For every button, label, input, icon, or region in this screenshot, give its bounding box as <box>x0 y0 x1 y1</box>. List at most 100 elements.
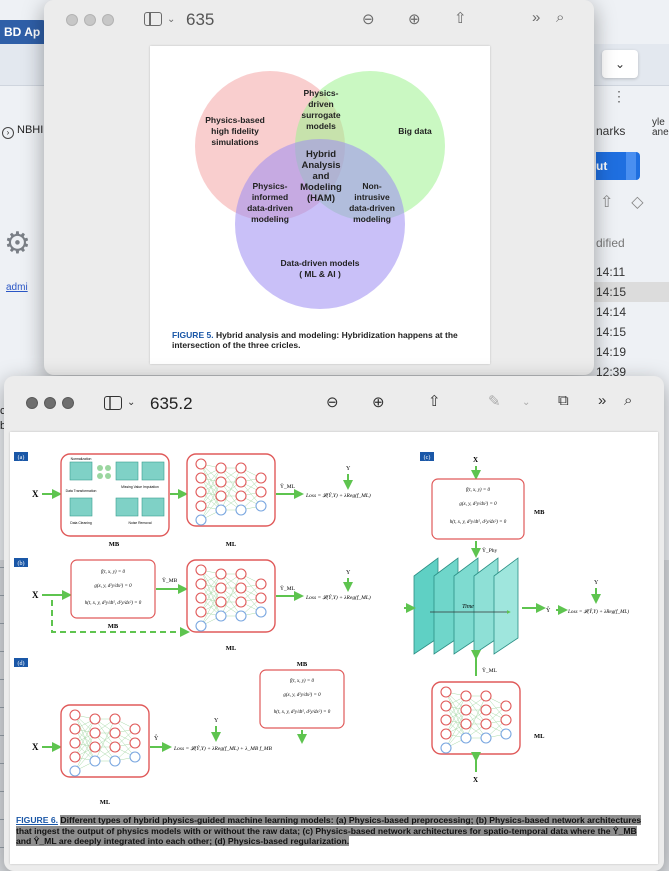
loss-a: Loss = 𝓛(Ŷ,Y) + λReg(f_ML) <box>305 491 371 499</box>
sidebar-toggle-icon[interactable] <box>104 396 122 410</box>
document-title: 635 <box>186 10 215 29</box>
zoom-window-button[interactable] <box>102 14 114 26</box>
zoom-window-button[interactable] <box>62 397 74 409</box>
loss-c: Loss = 𝓛(Ŷ,Y) + λReg(f_ML) <box>567 607 629 615</box>
traffic-lights <box>26 396 80 414</box>
panel-label-d: (d) <box>18 660 25 667</box>
label-mb-b: MB <box>108 623 119 630</box>
minimize-window-button[interactable] <box>44 397 56 409</box>
close-window-button[interactable] <box>66 14 78 26</box>
label-data-driven: Data-driven models( ML & AI ) <box>281 258 360 279</box>
label-big-data: Big data <box>398 126 432 136</box>
chevron-down-icon[interactable]: ⌄ <box>127 397 136 408</box>
share-tag-icons[interactable]: ⇧ ◇ <box>600 192 644 212</box>
y-hat-d: Ŷ <box>154 734 159 742</box>
figure6-diagram: (a) X Normalization Missing Value Imputa… <box>14 452 629 806</box>
label-mb-d: MB <box>297 661 308 668</box>
time-axis-label: Time <box>462 604 474 610</box>
physics-model-box-b <box>70 559 156 619</box>
eq1-b: f(t, x, y) = 0 <box>101 570 125 575</box>
modified-time-list: 14:11 14:15 14:14 14:15 14:19 12:39 <box>594 262 669 382</box>
loss-b: Loss = 𝓛(Ŷ,Y) + λReg(f_ML) <box>305 593 371 601</box>
time-cell[interactable]: 14:19 <box>596 345 627 359</box>
window-toolbar: ⌄ 635.2 ⊖ ⊕ ⇧ ✎ ⌄ ⧉ » ⌕ <box>4 376 664 428</box>
sign-out-button-edge <box>626 152 636 180</box>
ml-network-b <box>186 559 276 633</box>
nav-item[interactable]: ›NBHI <box>0 118 48 144</box>
input-x-c-bottom: X <box>473 776 478 784</box>
zoom-in-icon[interactable]: ⊕ <box>408 11 421 28</box>
label-ml-d: ML <box>100 799 111 806</box>
edge-text-b: b <box>0 420 6 432</box>
tile-missing-value: Missing Value Imputation <box>121 485 159 489</box>
admin-link[interactable]: admi <box>6 282 28 293</box>
share-icon[interactable]: ⇧ <box>428 393 441 410</box>
time-cell[interactable]: 12:39 <box>596 365 627 379</box>
input-x-c-top: X <box>473 456 478 464</box>
gear-icon[interactable]: ⚙ <box>4 227 31 260</box>
y-target-b: Y <box>346 570 351 576</box>
y-target-c: Y <box>594 580 599 586</box>
traffic-lights <box>66 13 120 31</box>
chevron-down-icon[interactable]: ⌄ <box>167 14 176 25</box>
time-cell[interactable]: 14:14 <box>596 305 627 319</box>
markup-chevron-icon[interactable]: ⌄ <box>522 397 531 408</box>
panel-label-c: (c) <box>424 454 431 461</box>
y-ml-a: Ŷ_ML <box>280 482 296 490</box>
modified-column-header[interactable]: dified <box>596 236 625 250</box>
background-table-rows <box>0 540 6 870</box>
tag-icon[interactable]: ◇ <box>631 194 644 211</box>
side-text-line2: ane <box>652 127 669 138</box>
physics-model-box-c <box>431 478 525 540</box>
figure5-caption: FIGURE 5. Hybrid analysis and modeling: … <box>172 330 472 350</box>
figure6-caption-text: Different types of hybrid physics-guided… <box>16 815 642 846</box>
panel-b: (b) X f(t, x, y) = 0 g(x, y, d²y/dx²) = … <box>14 558 371 652</box>
more-options-icon[interactable]: ⋮ <box>612 88 626 104</box>
panel-c: (c) X f(t, x, y) = 0 g(x, y, d²y/dx²) = … <box>404 452 629 784</box>
markup-pen-icon[interactable]: ✎ <box>488 393 501 410</box>
panel-d: (d) X ML Ŷ Y Loss = 𝓛(Ŷ,Y) + λReg(f_ML) … <box>14 658 345 806</box>
bookmarks-label[interactable]: narks <box>596 124 626 138</box>
more-tools-icon[interactable]: » <box>598 392 607 409</box>
browser-tab[interactable]: BD Ap <box>0 20 48 44</box>
rotate-icon[interactable]: ⧉ <box>558 392 569 409</box>
figure6-caption: FIGURE 6. Different types of hybrid phys… <box>16 815 654 847</box>
physics-model-box-d <box>259 669 345 729</box>
preview-window-figure6: ⌄ 635.2 ⊖ ⊕ ⇧ ✎ ⌄ ⧉ » ⌕ <box>4 376 664 871</box>
tile-data-cleaning: Data Cleaning <box>70 521 92 525</box>
window-toolbar: ⌄ 635 ⊖ ⊕ ⇧ » ⌕ <box>44 0 594 40</box>
minimize-window-button[interactable] <box>84 14 96 26</box>
y-target-d: Y <box>214 718 219 724</box>
panel-label-b: (b) <box>18 560 25 567</box>
sidebar-toggle-icon[interactable] <box>144 12 162 26</box>
tile-noise-removal: Noise Removal <box>129 521 152 525</box>
loss-d: Loss = 𝓛(Ŷ,Y) + λReg(f_ML) + λ_MB f_MB <box>173 744 272 752</box>
share-icon[interactable]: ⇧ <box>454 10 467 27</box>
y-mb-b: Ŷ_MB <box>162 576 178 584</box>
nav-label: NBHI <box>17 124 44 136</box>
zoom-out-icon[interactable]: ⊖ <box>362 11 375 28</box>
eq1-d: f(t, x, y) = 0 <box>290 679 314 684</box>
spatio-temporal-blocks: Time <box>404 557 519 655</box>
close-window-button[interactable] <box>26 397 38 409</box>
more-tools-icon[interactable]: » <box>532 9 541 26</box>
time-cell-selected[interactable]: 14:15 <box>594 282 669 302</box>
label-mb-c: MB <box>534 509 545 516</box>
edge-text-c: c <box>0 405 6 417</box>
eq2-c: g(x, y, d²y/dx²) = 0 <box>459 501 497 507</box>
zoom-out-icon[interactable]: ⊖ <box>326 394 339 411</box>
zoom-in-icon[interactable]: ⊕ <box>372 394 385 411</box>
share-icon[interactable]: ⇧ <box>600 194 614 211</box>
time-cell[interactable]: 14:15 <box>596 325 627 339</box>
tile-normalization: Normalization <box>71 457 92 461</box>
label-ml-a: ML <box>226 541 237 548</box>
search-icon[interactable]: ⌕ <box>624 392 633 409</box>
dropdown-chevron-button[interactable]: ⌄ <box>602 50 638 78</box>
time-cell[interactable]: 14:11 <box>596 265 626 279</box>
search-icon[interactable]: ⌕ <box>556 9 565 26</box>
eq3-d: h(t, x, y, d²y/dt², d²y/dx²) = 0 <box>274 709 331 715</box>
